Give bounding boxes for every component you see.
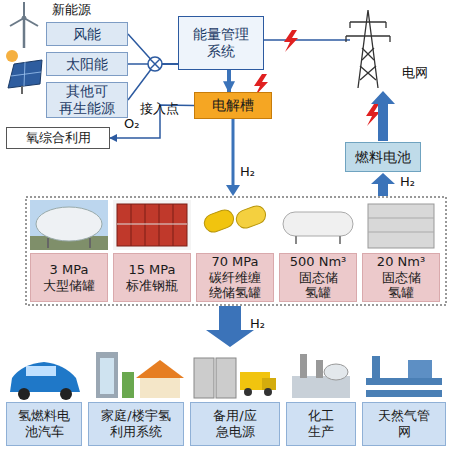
connector bbox=[227, 70, 231, 92]
annotation-label: H₂ bbox=[250, 316, 265, 331]
process-box: 化工 生产 bbox=[286, 402, 356, 446]
block-arrow bbox=[371, 91, 395, 141]
node-text: 天然气管 网 bbox=[375, 408, 433, 439]
node-text: 化工 生产 bbox=[301, 408, 341, 439]
connector bbox=[128, 63, 178, 65]
node-text: 家庭/楼宇氢 利用系统 bbox=[98, 408, 174, 439]
node-text: 20 Nm³ 固态储 氢罐 bbox=[371, 254, 431, 301]
annotation-label: H₂ bbox=[400, 174, 415, 189]
node-text: 电解槽 bbox=[198, 97, 268, 114]
process-box: 能量管理 系统 bbox=[178, 16, 264, 70]
node-text: 备用/应 急电源 bbox=[205, 408, 265, 439]
node-text: 风能 bbox=[50, 26, 124, 43]
process-box: 3 MPa 大型储罐 bbox=[30, 253, 108, 302]
node-text: 3 MPa 大型储罐 bbox=[39, 262, 99, 293]
process-box: 20 Nm³ 固态储 氢罐 bbox=[362, 253, 440, 302]
application-images bbox=[10, 352, 442, 400]
block-arrow bbox=[371, 173, 395, 196]
edge-label: O₂ bbox=[124, 116, 139, 131]
lightning-bolt bbox=[284, 30, 298, 52]
storage-group-border bbox=[26, 197, 446, 305]
annotation-label: 接入点 bbox=[140, 100, 179, 118]
node-text: 氢燃料电 池汽车 bbox=[14, 408, 74, 439]
node-text: 太阳能 bbox=[50, 56, 124, 73]
process-box: 氧综合利用 bbox=[6, 127, 110, 149]
block-arrow bbox=[206, 306, 254, 347]
wind-turbine-icon bbox=[10, 2, 38, 48]
node-text: 15 MPa 标准钢瓶 bbox=[122, 262, 182, 293]
process-box: 燃料电池 bbox=[345, 142, 421, 172]
annotation-label: H₂ bbox=[240, 164, 255, 179]
arrow-head bbox=[226, 185, 240, 196]
node-text: 燃料电池 bbox=[348, 149, 418, 166]
process-box: 其他可 再生能源 bbox=[46, 82, 128, 118]
process-box: 风能 bbox=[46, 22, 128, 46]
process-box: 电解槽 bbox=[194, 92, 272, 119]
lightning-bolt bbox=[366, 104, 380, 126]
process-box: 15 MPa 标准钢瓶 bbox=[113, 253, 191, 302]
process-box: 家庭/楼宇氢 利用系统 bbox=[88, 402, 184, 446]
node-text: 500 Nm³ 固态储 氢罐 bbox=[288, 254, 348, 301]
process-box: 天然气管 网 bbox=[362, 402, 446, 446]
process-box: 氢燃料电 池汽车 bbox=[6, 402, 82, 446]
annotation-label: 电网 bbox=[402, 64, 428, 82]
storage-images bbox=[30, 200, 440, 250]
node-text: 其他可 再生能源 bbox=[59, 83, 115, 117]
node-text: 能量管理 系统 bbox=[192, 26, 250, 60]
process-box: 备用/应 急电源 bbox=[190, 402, 280, 446]
grid-tower-icon bbox=[346, 10, 390, 88]
connector bbox=[128, 34, 178, 64]
node-text: 70 MPa 碳纤维缠 绕储氢罐 bbox=[205, 254, 265, 301]
process-box: 70 MPa 碳纤维缠 绕储氢罐 bbox=[196, 253, 274, 302]
annotation-label: 新能源 bbox=[52, 1, 91, 19]
solar-panel-icon bbox=[6, 50, 42, 94]
power-line bbox=[264, 39, 350, 41]
h2-flow-line bbox=[232, 119, 235, 186]
connector bbox=[128, 64, 178, 100]
junction-symbol bbox=[148, 57, 162, 71]
node-text: 氧综合利用 bbox=[10, 130, 106, 146]
process-box: 500 Nm³ 固态储 氢罐 bbox=[279, 253, 357, 302]
process-box: 太阳能 bbox=[46, 52, 128, 76]
